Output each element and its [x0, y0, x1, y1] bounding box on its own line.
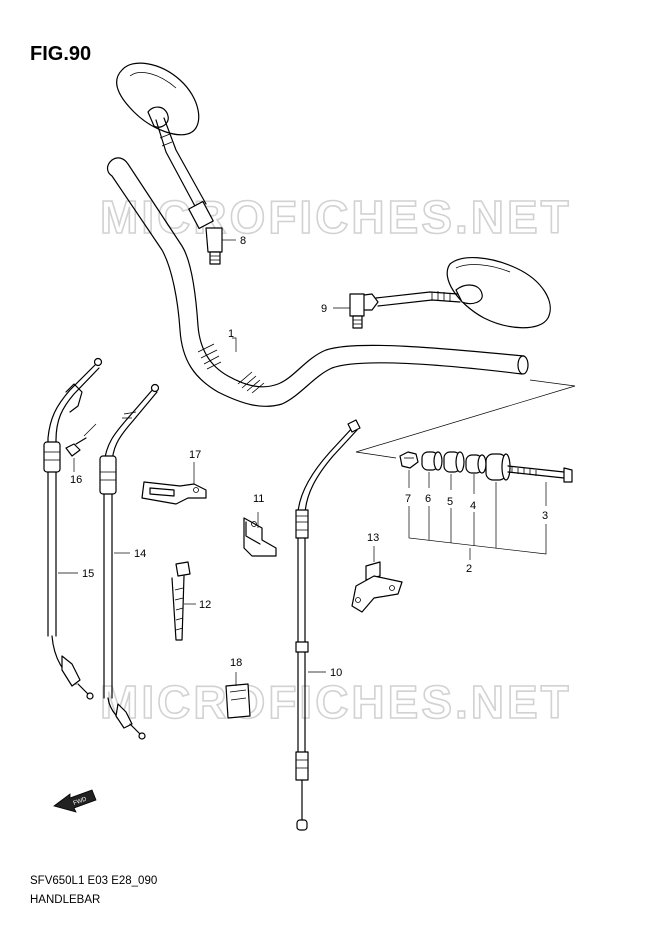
screw[interactable] [65, 423, 97, 472]
callout-12: 12 [199, 599, 211, 611]
handlebar[interactable] [106, 157, 529, 407]
fwd-label: FWD [73, 796, 89, 807]
label[interactable] [225, 672, 251, 719]
model-code: SFV650L1 E03 E28_090 [30, 875, 157, 887]
callout-17: 17 [189, 449, 201, 461]
callout-4: 4 [470, 500, 476, 512]
callout-3: 3 [542, 510, 548, 522]
callout-8: 8 [240, 235, 246, 247]
clutch-cable[interactable] [295, 419, 361, 831]
callout-6: 6 [425, 493, 431, 505]
bracket[interactable] [351, 546, 403, 613]
callout-2: 2 [466, 563, 472, 575]
right-mirror[interactable] [116, 62, 236, 265]
callout-16: 16 [70, 474, 82, 486]
throttle-cable-15[interactable] [43, 357, 103, 700]
forward-arrow-icon: FWD [53, 789, 97, 813]
clamp-17[interactable] [141, 462, 207, 505]
callout-5: 5 [447, 496, 453, 508]
reference-line [355, 379, 576, 459]
callout-1: 1 [228, 328, 234, 340]
cable-band[interactable] [171, 561, 196, 641]
throttle-cable-14[interactable] [99, 383, 160, 740]
balancer-set[interactable] [399, 451, 573, 560]
callout-9: 9 [321, 303, 327, 315]
clamp-11[interactable] [243, 512, 277, 557]
figure-title: FIG.90 [30, 43, 91, 65]
callout-13: 13 [367, 532, 379, 544]
callout-15: 15 [82, 568, 94, 580]
left-mirror[interactable] [333, 257, 551, 329]
callout-11: 11 [253, 493, 264, 505]
callout-18: 18 [230, 657, 242, 669]
callout-14: 14 [134, 548, 146, 560]
callout-7: 7 [405, 493, 411, 505]
watermark-top: MICROFICHES.NET [100, 191, 572, 243]
watermark-bottom: MICROFICHES.NET [100, 676, 572, 728]
callout-10: 10 [330, 667, 342, 679]
section-name: HANDLEBAR [30, 894, 100, 906]
